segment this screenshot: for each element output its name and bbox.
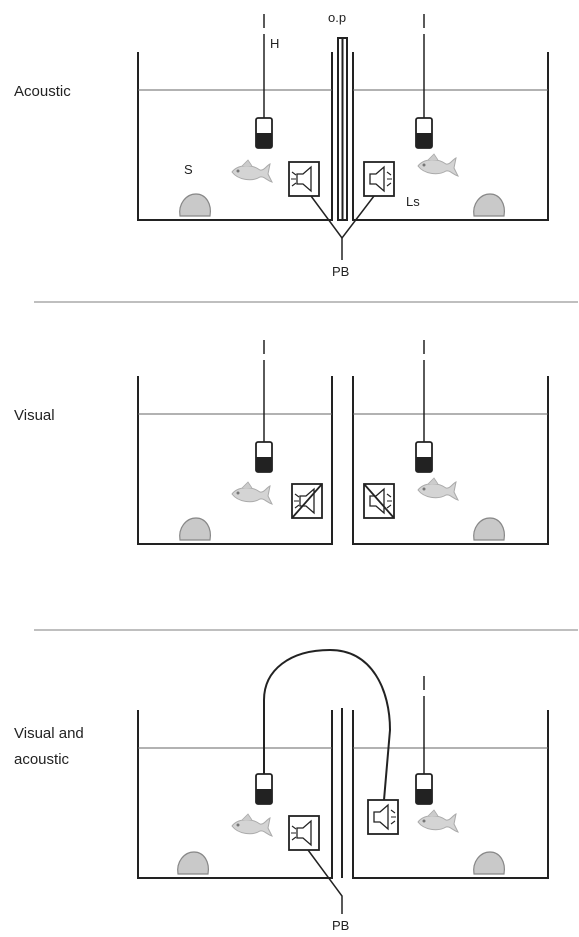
marker-op: o.p — [328, 10, 346, 25]
left-tank — [137, 52, 333, 221]
section-label-visual: Visual — [14, 407, 55, 424]
section-acoustic: Acoustic o.p H S Ls PB — [14, 10, 549, 279]
disabled-playback — [291, 483, 323, 519]
right-tank-visual — [352, 376, 549, 545]
marker-pb-3: PB — [332, 918, 349, 933]
section-label-acoustic: Acoustic — [14, 83, 71, 100]
marker-h: H — [270, 36, 279, 51]
right-tank — [352, 52, 549, 221]
pb-connector-combined — [307, 849, 343, 914]
marker-s: S — [184, 162, 193, 177]
marker-pb-1: PB — [332, 264, 349, 279]
left-tank-visual — [137, 376, 333, 545]
section-label-visual-acoustic-2: acoustic — [14, 751, 70, 768]
section-visual: Visual — [14, 340, 549, 545]
section-visual-acoustic: Visual and acoustic PB — [14, 648, 549, 933]
right-tank-combined — [352, 710, 549, 879]
left-tank-combined — [137, 710, 333, 879]
hydrophone-speaker-cable — [263, 648, 392, 801]
marker-ls: Ls — [406, 194, 420, 209]
section-label-visual-acoustic-1: Visual and — [14, 725, 84, 742]
disabled-speaker — [363, 483, 395, 519]
